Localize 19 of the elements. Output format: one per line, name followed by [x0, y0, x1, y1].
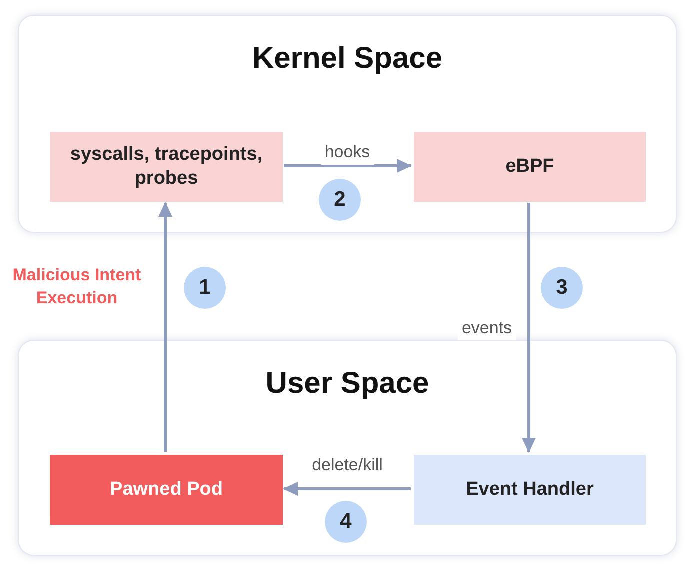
step-number: 1 [184, 267, 226, 309]
panel-title: User Space [266, 369, 430, 399]
step-number: 3 [541, 267, 583, 309]
arrow [158, 202, 172, 452]
box-label: Event Handler [466, 478, 594, 502]
arrow [283, 482, 411, 496]
note-text: Malicious Intent Execution [12, 264, 142, 310]
arrow [284, 159, 412, 173]
process-box [50, 455, 283, 525]
process-box [414, 455, 646, 525]
process-box [50, 132, 283, 202]
space-panel [18, 15, 677, 233]
space-panel [18, 340, 677, 556]
arrow [522, 203, 536, 453]
panel-title: Kernel Space [252, 44, 443, 74]
box-label: Pawned Pod [110, 478, 223, 502]
process-box [414, 132, 646, 202]
box-label: syscalls, tracepoints, probes [69, 143, 264, 191]
box-label: eBPF [506, 155, 554, 179]
